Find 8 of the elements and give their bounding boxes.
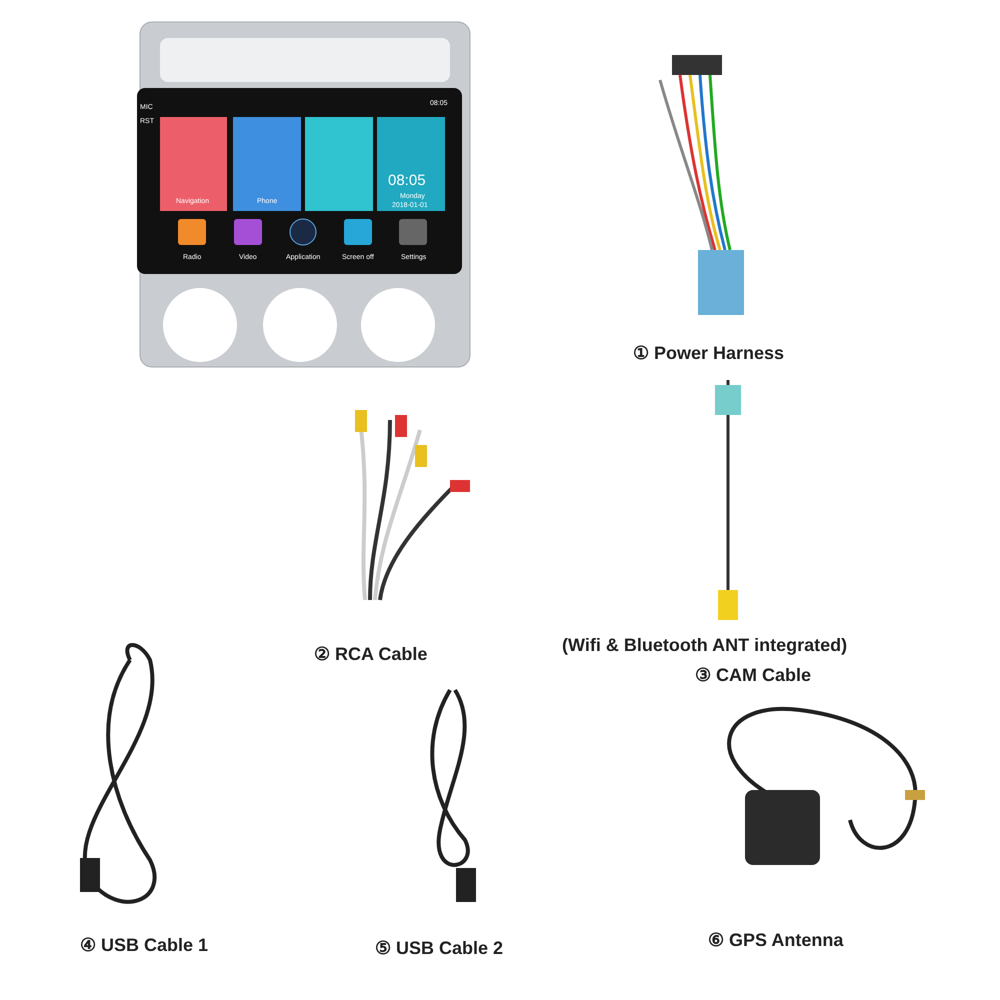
part-caption: ② RCA Cable: [314, 643, 428, 665]
clock-text: 08:05: [388, 172, 426, 189]
part-caption: ⑤ USB Cable 2: [375, 937, 504, 959]
part-caption: ③ CAM Cable: [695, 664, 812, 686]
part-caption: ① Power Harness: [633, 342, 784, 364]
part-caption: ④ USB Cable 1: [80, 934, 208, 956]
part-caption: ⑥ GPS Antenna: [708, 929, 844, 951]
note-text: (Wifi & Bluetooth ANT integrated): [562, 635, 848, 656]
